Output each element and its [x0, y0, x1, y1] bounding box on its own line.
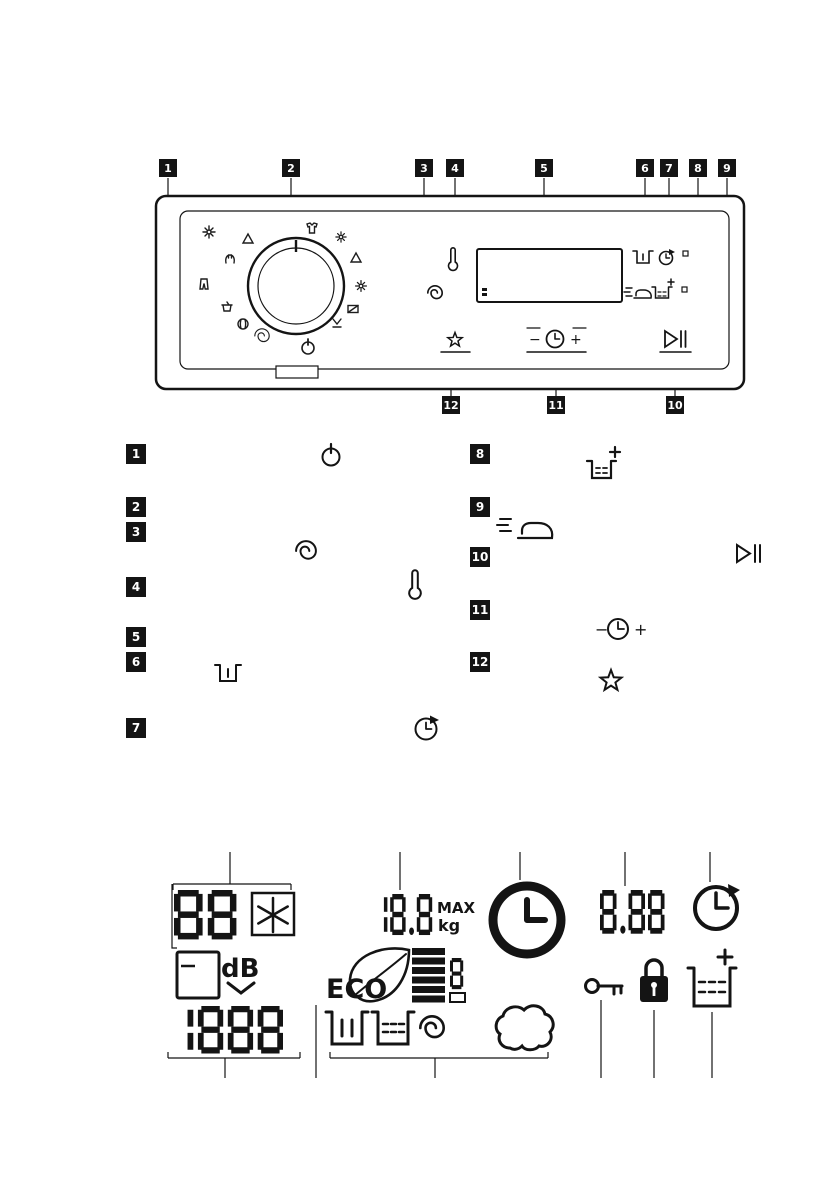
chevron-down-icon — [226, 981, 256, 995]
time-save-icon — [607, 618, 629, 640]
callout-marker-9: 9 — [718, 159, 736, 177]
programme-knob — [246, 236, 346, 336]
minus-label: − — [529, 332, 541, 348]
prewash-icon — [214, 664, 242, 682]
dial-icon-duvet — [347, 304, 359, 314]
load-size-digit — [450, 958, 464, 990]
legend-marker-2: 2 — [126, 497, 146, 517]
delay-start-icon — [693, 884, 740, 931]
eco-leaf-icon — [348, 947, 411, 1003]
callout-marker-7: 7 — [660, 159, 678, 177]
load-bars-icon — [412, 948, 445, 1003]
eco-label: ECO — [326, 974, 387, 1005]
legend-marker-4: 4 — [126, 577, 146, 597]
start-pause-icon — [736, 543, 761, 564]
legend-marker-12: 12 — [470, 652, 490, 672]
kg-label: kg — [438, 916, 460, 935]
minus-label: − — [595, 620, 608, 639]
dial-icon-silk — [349, 251, 363, 263]
easy-iron-icon — [496, 518, 554, 540]
dial-icon-handwash — [221, 301, 233, 312]
dial-icon-wool-handwash — [225, 254, 235, 264]
legend-marker-10: 10 — [470, 547, 490, 567]
key-icon — [584, 978, 624, 996]
favourite-icon — [597, 667, 625, 693]
indicator-led — [682, 250, 689, 257]
max-label: MAX — [437, 899, 476, 917]
dial-icon-drain — [332, 318, 342, 328]
callout-marker-3: 3 — [415, 159, 433, 177]
load-size-frame — [449, 992, 466, 1003]
legend-marker-1: 1 — [126, 444, 146, 464]
spin-icon — [419, 1015, 446, 1039]
callout-marker-11: 11 — [547, 396, 565, 414]
display-callout-lines — [167, 852, 713, 1078]
extra-rinse-icon — [370, 1010, 416, 1046]
prewash-icon — [324, 1010, 370, 1046]
dial-icon-cottons — [202, 225, 216, 239]
extra-rinse-plus-icon — [686, 948, 738, 1008]
plus-label: + — [634, 620, 647, 639]
extra-rinse-icon — [585, 445, 622, 480]
dial-icon-cottons-eco — [241, 232, 255, 244]
display-screen — [476, 248, 623, 303]
clock-dial-icon — [488, 881, 566, 959]
panel-inner-outline — [179, 210, 730, 370]
steam-icon — [494, 1004, 555, 1052]
callout-marker-4: 4 — [446, 159, 464, 177]
callout-marker-1: 1 — [159, 159, 177, 177]
noise-level-label: dB — [221, 954, 259, 984]
callout-marker-5: 5 — [535, 159, 553, 177]
callout-marker-12: 12 — [442, 396, 460, 414]
legend-marker-7: 7 — [126, 718, 146, 738]
spin-icon — [426, 285, 444, 300]
legend-marker-9: 9 — [470, 497, 490, 517]
dial-icon-jeans — [199, 278, 209, 290]
legend-marker-5: 5 — [126, 627, 146, 647]
legend-marker-8: 8 — [470, 444, 490, 464]
delay-start-icon — [658, 249, 675, 266]
control-panel: − + — [154, 194, 746, 391]
legend-marker-3: 3 — [126, 522, 146, 542]
delay-time-digits — [600, 890, 665, 934]
easy-iron-icon — [623, 287, 652, 299]
dial-icon-wool — [237, 318, 249, 330]
indicator-led — [681, 286, 688, 293]
legend-marker-6: 6 — [126, 652, 146, 672]
callout-marker-10: 10 — [666, 396, 684, 414]
callout-marker-6: 6 — [636, 159, 654, 177]
power-position-icon — [301, 338, 315, 355]
callout-marker-8: 8 — [689, 159, 707, 177]
dial-icon-synthetics — [306, 222, 318, 234]
delay-start-icon — [414, 715, 439, 741]
dial-icon-spin-dry — [254, 328, 270, 343]
callout-marker-2: 2 — [282, 159, 300, 177]
extra-rinse-icon — [651, 278, 675, 299]
plus-label: + — [570, 332, 582, 348]
spin-icon — [295, 540, 317, 560]
temperature-icon — [447, 247, 459, 272]
door-icon — [175, 950, 221, 1000]
start-pause-icon — [664, 329, 687, 349]
rinse-hold-icon — [250, 891, 296, 937]
programme-time-digits — [187, 1006, 283, 1054]
legend-marker-11: 11 — [470, 600, 490, 620]
prewash-icon — [632, 250, 654, 264]
dial-icon-delicates — [335, 231, 347, 243]
padlock-icon — [640, 958, 668, 1002]
load-weight-digits — [383, 894, 433, 936]
dial-icon-curtains — [354, 279, 368, 293]
time-save-clock-icon — [545, 329, 565, 349]
favourite-icon — [445, 330, 465, 348]
detergent-drawer-handle — [275, 365, 319, 379]
spin-speed-digits — [174, 890, 237, 940]
temperature-icon — [408, 569, 422, 600]
power-icon — [321, 442, 341, 467]
